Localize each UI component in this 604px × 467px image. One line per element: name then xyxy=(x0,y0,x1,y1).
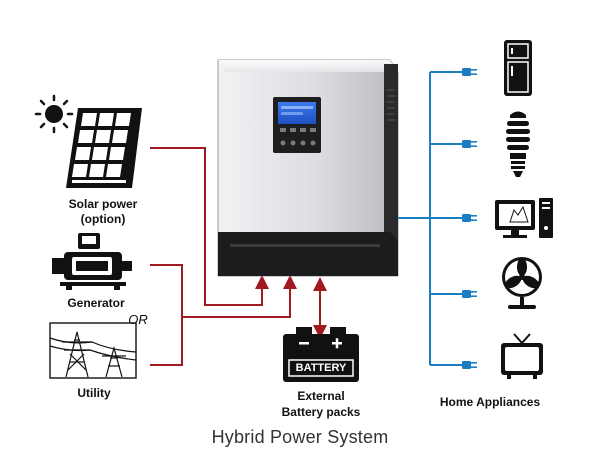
load-wires xyxy=(398,71,462,366)
battery-label-line1: External xyxy=(297,389,345,403)
solar-wire xyxy=(150,147,269,306)
solar-label-line2: (option) xyxy=(80,212,126,226)
plug-icon xyxy=(462,214,477,222)
inverter-display xyxy=(273,97,321,153)
plug-icon xyxy=(462,361,477,369)
utility-wire xyxy=(150,317,183,366)
grid-wire xyxy=(182,275,297,318)
battery-device-text: BATTERY xyxy=(295,362,347,374)
tv-icon xyxy=(501,333,543,379)
plug-icon xyxy=(462,290,477,298)
battery-label-line2: Battery packs xyxy=(281,405,361,419)
inverter-unit xyxy=(217,59,399,277)
home-appliances-label: Home Appliances xyxy=(439,395,541,409)
generator-icon xyxy=(52,233,132,290)
lamp-icon xyxy=(506,111,530,177)
plug-icons xyxy=(462,68,477,369)
utility-tower-icon xyxy=(49,322,137,379)
battery-icon xyxy=(283,327,359,382)
solar-panel-icon xyxy=(66,108,142,188)
refrigerator-icon xyxy=(504,40,532,96)
diagram-title: Hybrid Power System xyxy=(211,427,389,447)
plug-icon xyxy=(462,68,477,76)
fan-icon xyxy=(502,257,542,309)
computer-icon xyxy=(495,198,553,238)
sun-icon xyxy=(34,94,74,134)
source-wires xyxy=(150,147,327,366)
plug-icon xyxy=(462,140,477,148)
utility-label: Utility xyxy=(77,386,111,400)
or-label: OR xyxy=(128,312,148,327)
generator-wire xyxy=(150,264,183,317)
solar-label-line1: Solar power xyxy=(68,197,138,211)
generator-label: Generator xyxy=(67,296,125,310)
